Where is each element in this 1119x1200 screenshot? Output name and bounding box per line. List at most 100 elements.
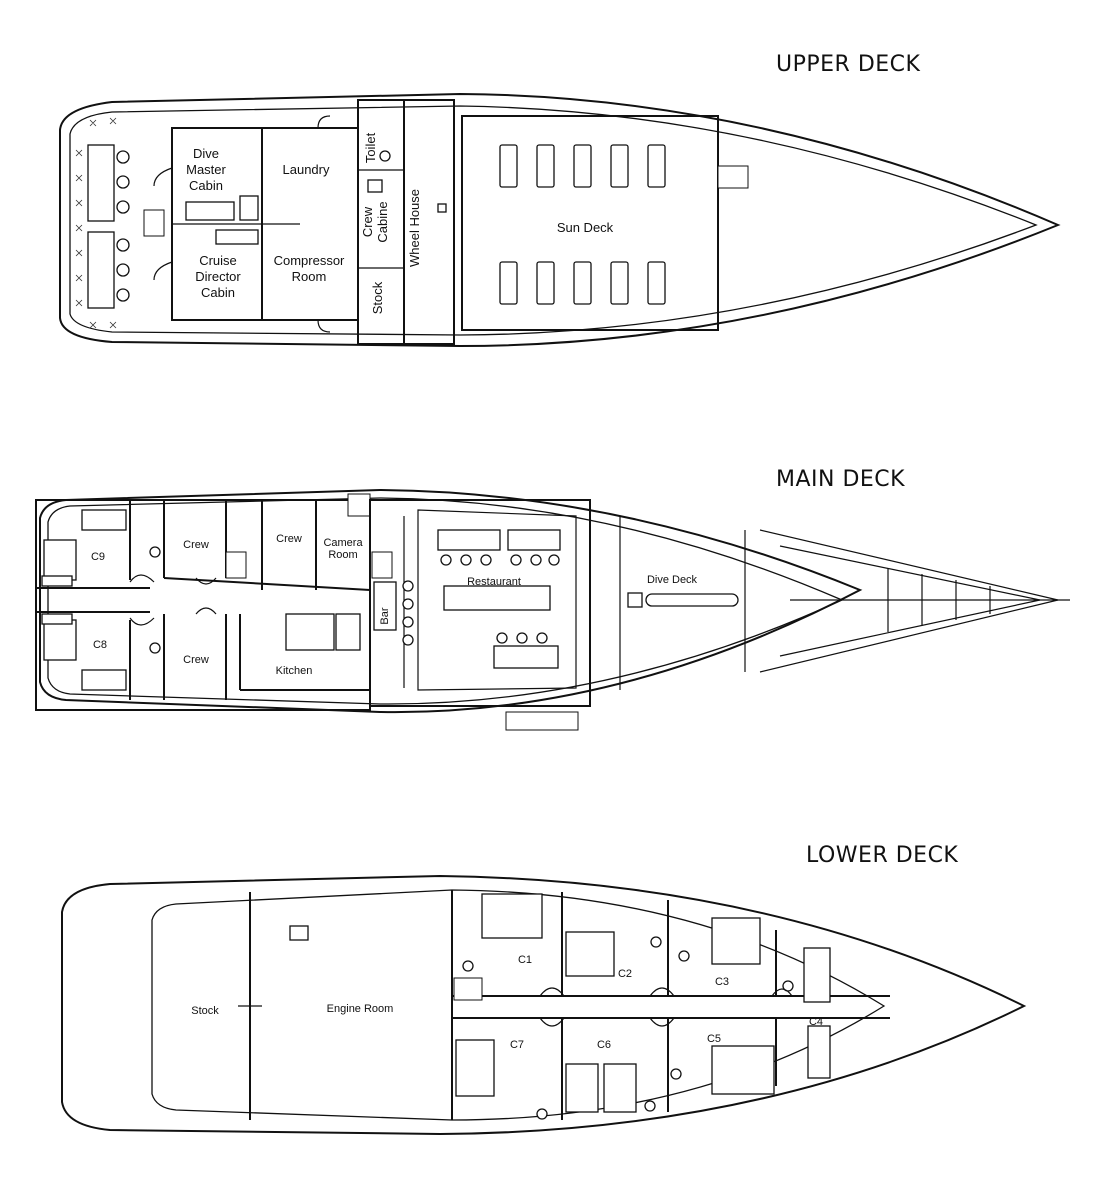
upper-deck-hull-inner — [69, 105, 1038, 336]
c5-label: C5 — [707, 1033, 721, 1045]
main-kitchen-counter — [285, 613, 335, 651]
upper-stairs — [143, 209, 165, 237]
lower-deck: LOWER DECK Stock — [61, 843, 1027, 1136]
upper-stool — [116, 288, 130, 302]
lower-stock-label: Stock — [191, 1005, 219, 1017]
lower-stairs — [453, 977, 483, 1001]
cruise-director-cabin-label: Cruise — [199, 253, 237, 268]
sunbed — [499, 144, 518, 188]
upper-toilet-bowl — [379, 150, 391, 162]
lower-bed — [803, 947, 831, 1003]
stool — [440, 554, 452, 566]
dive-master-cabin-label: Master — [186, 162, 226, 177]
crew-3-label: Crew — [276, 533, 302, 545]
stool — [402, 634, 414, 646]
main-tank-rack — [645, 593, 739, 607]
stool — [460, 554, 472, 566]
upper-stool — [116, 263, 130, 277]
lower-bed — [711, 1045, 775, 1095]
main-boarding-ladder — [505, 711, 579, 731]
lower-door-arcs — [539, 987, 793, 1027]
main-stairs — [371, 551, 393, 579]
c9-label: C9 — [91, 551, 105, 563]
lower-toilet-bowl — [536, 1108, 548, 1120]
c4-label: C4 — [809, 1016, 823, 1028]
cruise-director-cabin-label: Cabin — [201, 285, 235, 300]
cruise-director-cabin-label: Director — [195, 269, 241, 284]
stool — [496, 632, 508, 644]
main-bed — [43, 619, 77, 661]
upper-helm — [437, 203, 447, 213]
main-bar-counter — [373, 581, 397, 631]
c1-label: C1 — [518, 954, 532, 966]
bar-label: Bar — [379, 607, 391, 624]
lower-toilet-bowl — [644, 1100, 656, 1112]
upper-sofa-2 — [87, 231, 115, 309]
crew-2-label: Crew — [183, 654, 209, 666]
main-table — [493, 645, 559, 669]
lower-bed — [565, 931, 615, 977]
sunbed — [499, 261, 518, 305]
lower-deck-title: LOWER DECK — [806, 843, 958, 868]
main-deck: MAIN DECK — [35, 467, 1070, 731]
sunbed — [647, 261, 666, 305]
sunbed — [610, 144, 629, 188]
camera-room-label: Camera — [323, 537, 363, 549]
upper-stool — [116, 150, 130, 164]
upper-basin — [367, 179, 383, 193]
main-restaurant-area — [369, 499, 591, 707]
sunbed — [536, 144, 555, 188]
stool — [548, 554, 560, 566]
main-buffet — [443, 585, 551, 611]
upper-deck: UPPER DECK — [59, 52, 1061, 348]
stool — [516, 632, 528, 644]
upper-rail-crosses — [75, 117, 117, 329]
main-deck-title: MAIN DECK — [776, 467, 905, 492]
stool — [402, 580, 414, 592]
dive-deck-label: Dive Deck — [647, 574, 698, 586]
stool — [530, 554, 542, 566]
c6-label: C6 — [597, 1039, 611, 1051]
c3-label: C3 — [715, 976, 729, 988]
lower-toilet-bowl — [462, 960, 474, 972]
stool — [510, 554, 522, 566]
main-bed — [81, 509, 127, 531]
crew-cabine-label: Crew — [360, 206, 375, 237]
main-wardrobe — [41, 613, 73, 625]
main-bed — [43, 539, 77, 581]
upper-stock-label: Stock — [370, 281, 385, 314]
sunbed — [536, 261, 555, 305]
upper-deck-title: UPPER DECK — [776, 52, 921, 77]
camera-room-label: Room — [328, 549, 357, 561]
compressor-room-label: Compressor — [274, 253, 345, 268]
lower-bed — [711, 917, 761, 965]
main-table — [507, 529, 561, 551]
sunbed — [573, 144, 592, 188]
upper-deck-hull — [59, 92, 1061, 348]
main-stairs — [347, 493, 371, 517]
crew-1-label: Crew — [183, 539, 209, 551]
main-restaurant-stools — [402, 554, 560, 646]
toilet-label: Toilet — [363, 132, 378, 163]
main-toilet-bowl — [149, 642, 161, 654]
upper-sun-deck-area — [461, 115, 719, 331]
upper-bed — [215, 229, 259, 245]
sunbed — [647, 144, 666, 188]
lower-toilet-bowl — [670, 1068, 682, 1080]
engine-room-label: Engine Room — [327, 1003, 394, 1015]
upper-sunbeds — [499, 144, 666, 305]
stool — [402, 598, 414, 610]
restaurant-label: Restaurant — [467, 576, 521, 588]
dive-master-cabin-label: Cabin — [189, 178, 223, 193]
upper-door-arcs — [153, 115, 331, 333]
main-table — [437, 529, 501, 551]
upper-bow-stairs — [717, 165, 749, 189]
compressor-room-label: Room — [292, 269, 327, 284]
upper-sofa-1 — [87, 144, 115, 222]
lower-toilet-bowl — [678, 950, 690, 962]
sunbed — [573, 261, 592, 305]
laundry-label: Laundry — [283, 162, 330, 177]
lower-bed — [807, 1025, 831, 1079]
upper-bed — [185, 201, 235, 221]
c2-label: C2 — [618, 968, 632, 980]
